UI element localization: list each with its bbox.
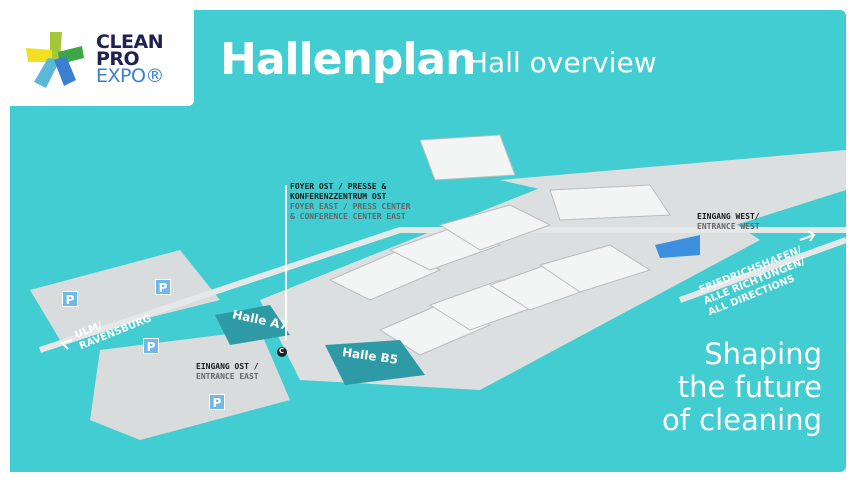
parking-icon: P <box>143 338 159 354</box>
foyer-label-de: FOYER OST / PRESSE & KONFERENZZENTRUM OS… <box>290 182 387 201</box>
logo-text: CLEAN PRO EXPO® <box>96 31 164 87</box>
parking-area-south <box>90 330 290 440</box>
entrance-west-en: ENTRANCE WEST <box>697 222 760 231</box>
entrance-east-label: EINGANG OST / ENTRANCE EAST <box>196 362 259 382</box>
halls <box>328 134 671 356</box>
parking-icon: P <box>155 279 171 295</box>
conference-marker-label: C <box>279 347 285 355</box>
entrance-west-label: EINGANG WEST/ ENTRANCE WEST <box>697 212 760 232</box>
logo-star-icon <box>26 32 84 88</box>
page-subtitle: Hall overview <box>467 46 657 79</box>
entrance-west-de: EINGANG WEST/ <box>697 212 760 221</box>
entrance-east-de: EINGANG OST / <box>196 362 259 371</box>
hall-a7-shape <box>215 305 290 345</box>
parking-area-north <box>30 250 220 340</box>
logo-clean: CLEAN <box>96 31 164 53</box>
lake <box>655 235 700 258</box>
parking-icon: P <box>209 394 225 410</box>
slogan: Shaping the future of cleaning <box>661 337 822 437</box>
conference-marker <box>277 347 287 357</box>
logo-box: CLEAN PRO EXPO® <box>0 0 194 106</box>
page-title: Hallenplan <box>220 34 476 85</box>
logo-pro: PRO <box>96 48 140 70</box>
parking-icon: P <box>62 291 78 307</box>
logo-expo: EXPO® <box>96 65 164 87</box>
hall-b5-shape <box>325 340 425 385</box>
arrow-left-icon <box>60 339 73 350</box>
entrance-east-en: ENTRANCE EAST <box>196 372 259 381</box>
arrow-right-icon <box>799 230 816 242</box>
road <box>39 227 846 353</box>
foyer-label: FOYER OST / PRESSE & KONFERENZZENTRUM OS… <box>290 182 420 222</box>
foyer-label-en: FOYER EAST / PRESS CENTER & CONFERENCE C… <box>290 202 411 221</box>
